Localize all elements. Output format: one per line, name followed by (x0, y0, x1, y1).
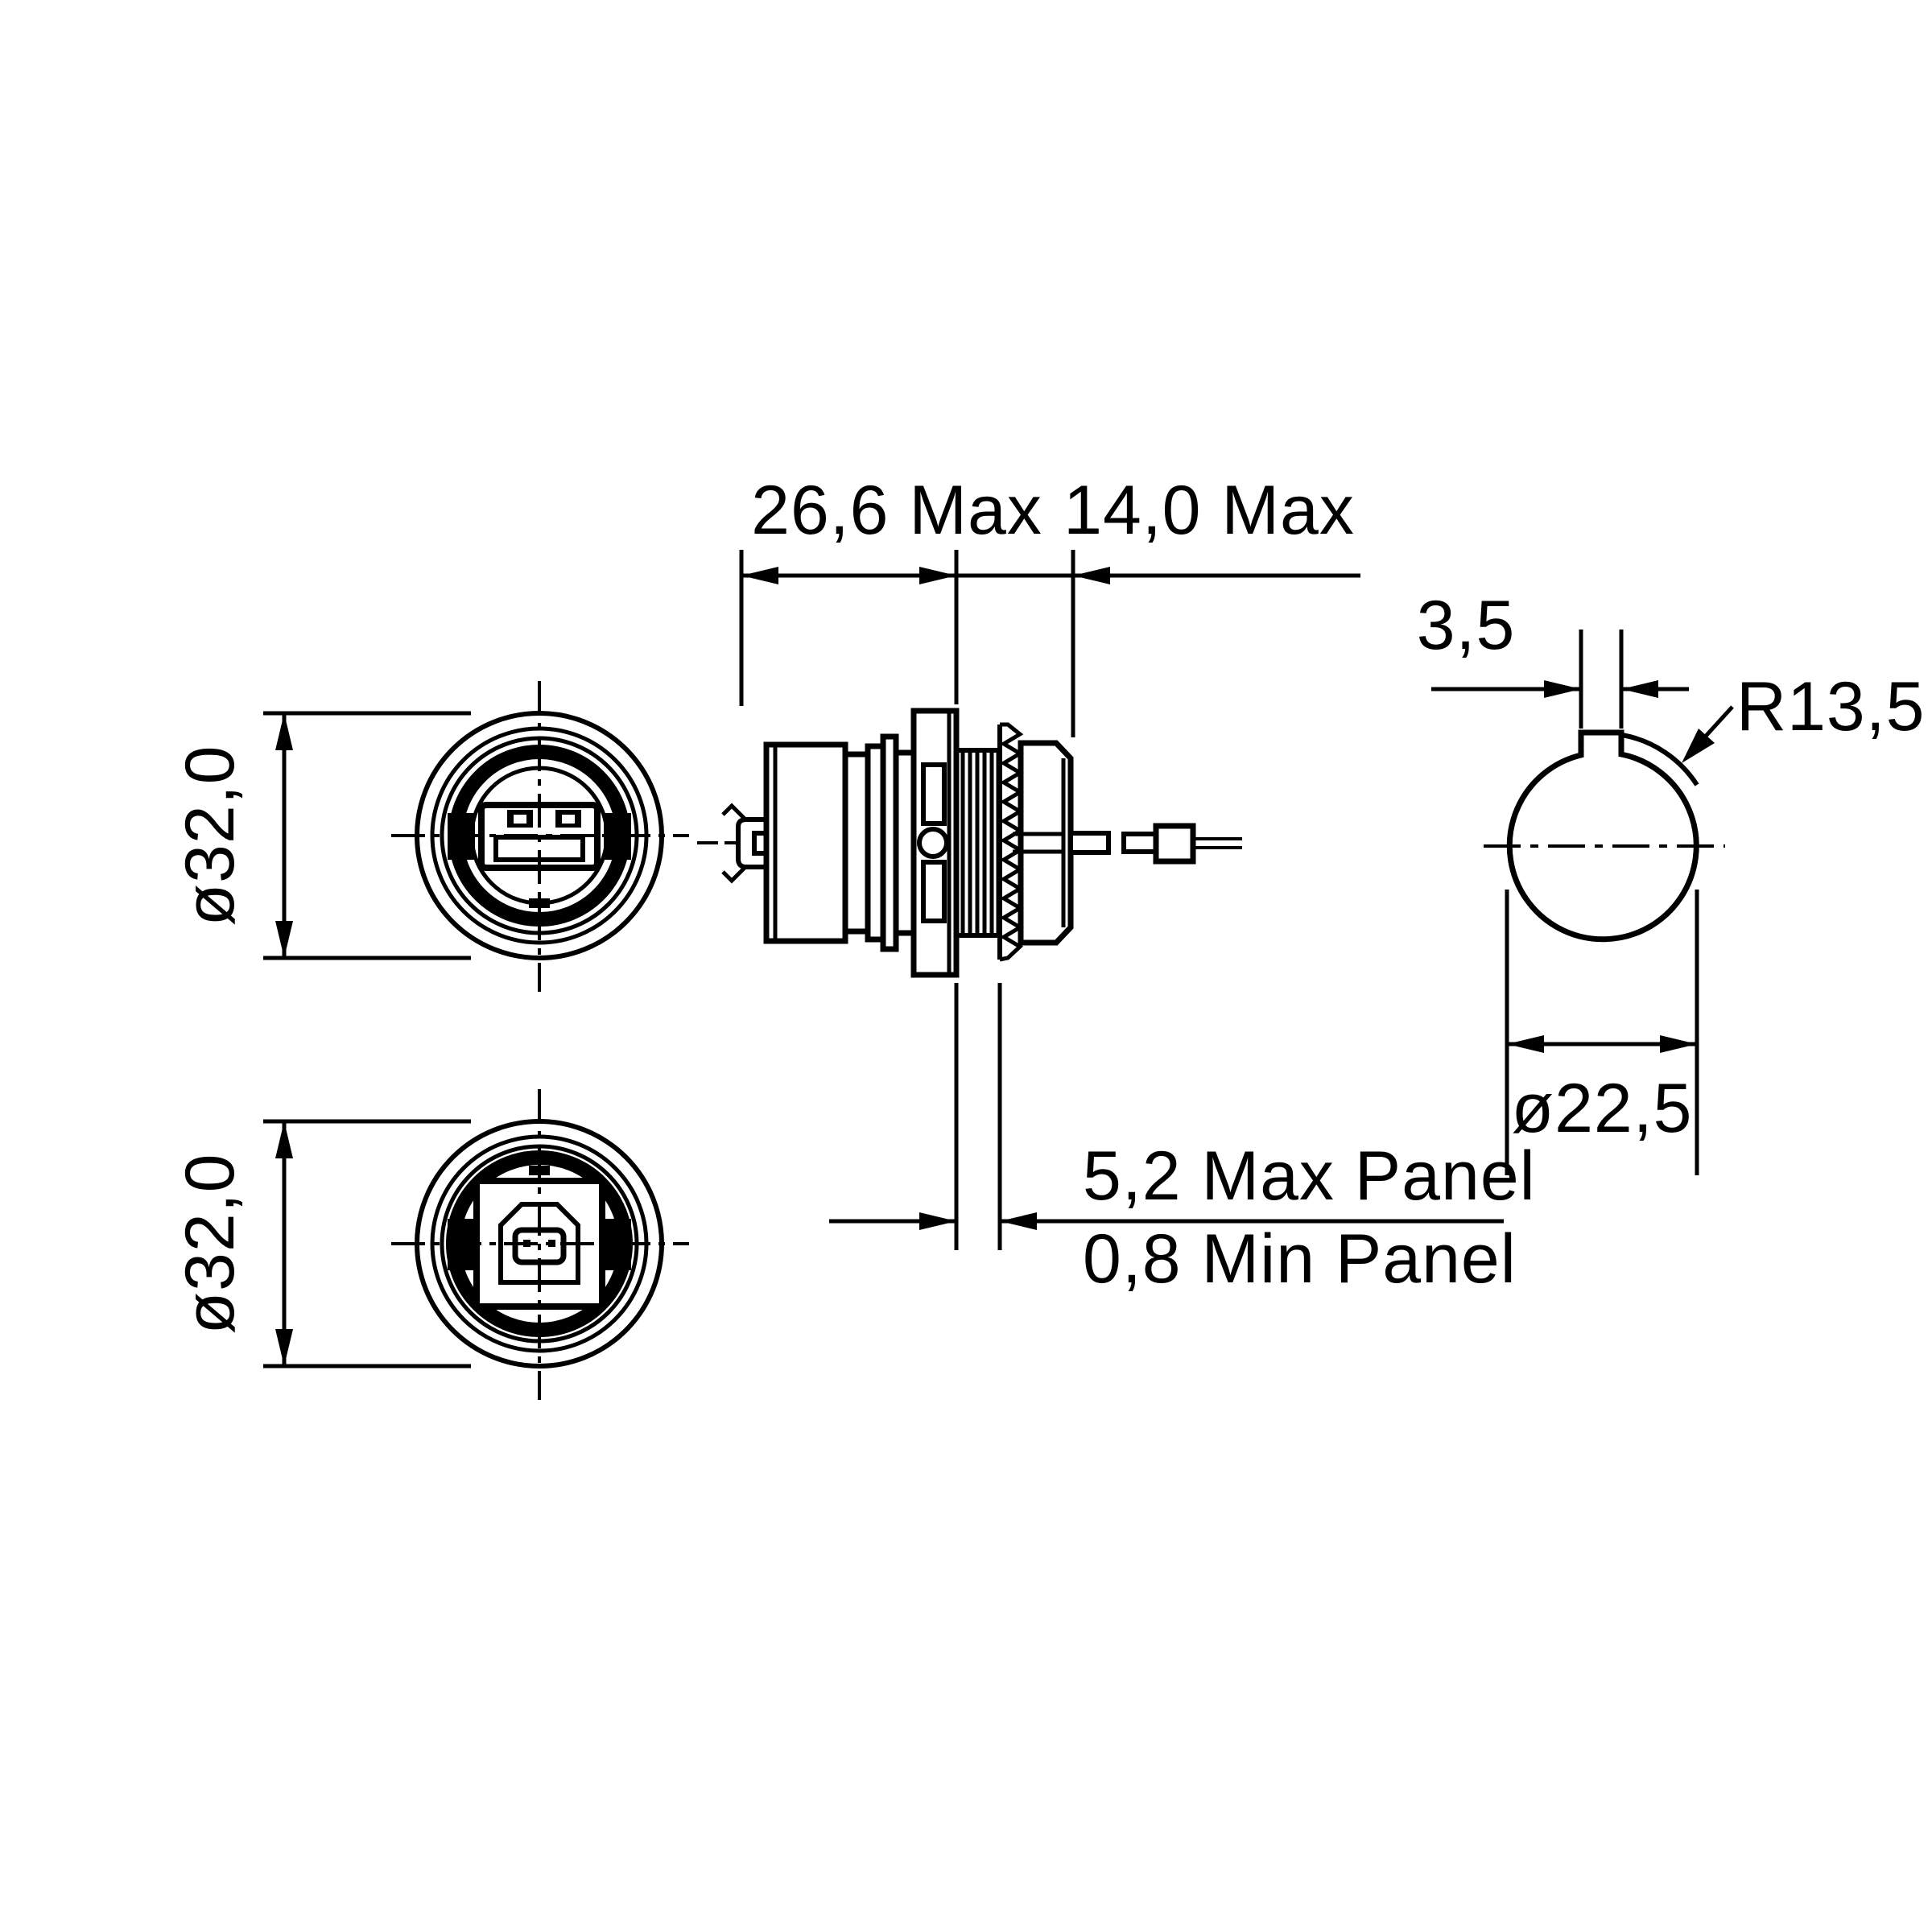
back-dome (1018, 740, 1074, 946)
crimp-box (1153, 823, 1196, 865)
arrowhead-right (1544, 680, 1581, 698)
crimp-lead (1121, 832, 1158, 854)
usb-a-key-tick (529, 898, 550, 908)
dim-label-panel-min: 0,8 Min Panel (1083, 1220, 1517, 1298)
dim-label-usb-b-diameter: ø32,0 (171, 1154, 249, 1335)
dim-label-usb-a-diameter: ø32,0 (171, 745, 249, 927)
length-dimensions (739, 550, 1360, 737)
arrowhead-left (1621, 680, 1658, 698)
usb-b-diameter-dimension (263, 1119, 471, 1368)
flange-hole (917, 827, 949, 859)
radius-reference-arc (1621, 733, 1699, 786)
dim-label-panel-max: 5,2 Max Panel (1083, 1137, 1536, 1215)
arrowhead-right (919, 1212, 956, 1230)
rear-body (763, 741, 848, 944)
arrowhead-left (741, 567, 778, 584)
dim-label-cutout-radius: R13,5 (1736, 668, 1926, 745)
flange-slot-lower (921, 860, 947, 923)
terminal-pin (1068, 831, 1111, 855)
arrowhead-left (1073, 567, 1110, 584)
radius-leader-arrowhead (1682, 729, 1715, 763)
usb-a-diameter-dimension (263, 711, 471, 960)
latch-whisker-top (721, 803, 747, 821)
arrowhead-down (275, 921, 293, 958)
flange-slot-upper (921, 762, 947, 826)
dim-label-cutout-diameter: ø22,5 (1512, 1070, 1693, 1147)
dim-label-front-length: 14,0 Max (1063, 472, 1355, 549)
panel-thickness-dimension (829, 983, 1504, 1250)
arrowhead-up (275, 1121, 293, 1158)
arrowhead-left (1000, 1212, 1037, 1230)
usb-a-front-view (391, 681, 689, 992)
dim-label-notch-width: 3,5 (1417, 587, 1516, 664)
arrowhead-left (1507, 1035, 1544, 1053)
arrowhead-right (919, 567, 956, 584)
arrowhead-up (275, 713, 293, 750)
latch-whisker-bottom (721, 865, 747, 884)
body-step-1 (842, 751, 871, 935)
usb-a-contact-left-hole (514, 815, 526, 824)
dim-label-rear-length: 26,6 Max (751, 472, 1042, 549)
side-view (697, 708, 1242, 978)
usb-b-front-view (391, 1089, 689, 1400)
arrowhead-right (1660, 1035, 1697, 1053)
arrowhead-down (275, 1329, 293, 1366)
panel-cutout-view (1431, 630, 1734, 1175)
nut-serration (999, 722, 1024, 962)
usb-a-contact-right-hole (562, 815, 575, 824)
cutout-outline (1506, 729, 1699, 943)
